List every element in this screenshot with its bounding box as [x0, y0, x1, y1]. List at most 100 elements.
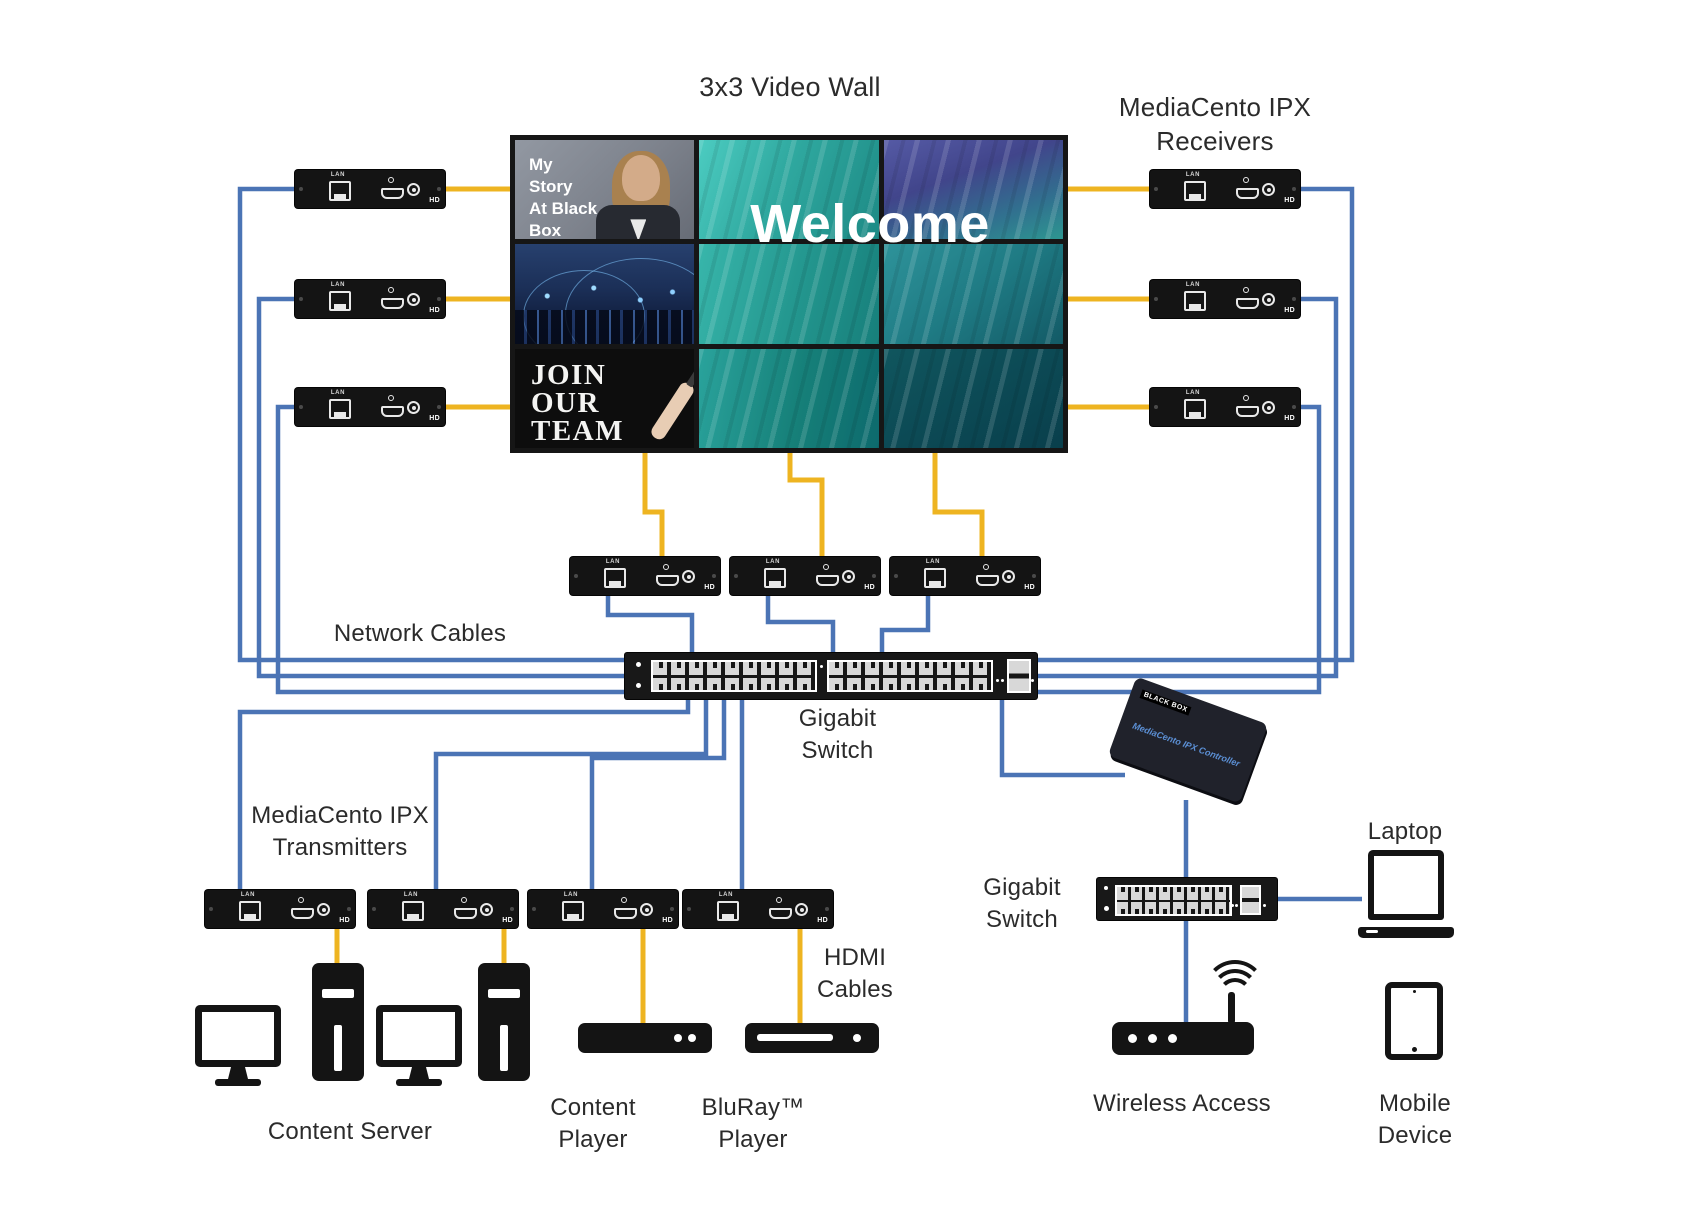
lan-port: [1184, 291, 1206, 311]
mediacento-ipx-receiver: LAN HD: [1150, 280, 1300, 318]
dot: [1235, 904, 1238, 907]
screw: [1292, 297, 1296, 301]
network-cable: [879, 595, 931, 655]
lan-port: [329, 399, 351, 419]
mediacento-ipx-transmitter: LAN HD: [683, 890, 833, 928]
lan-port: [1184, 399, 1206, 419]
screw: [825, 907, 829, 911]
screw: [1154, 187, 1158, 191]
ap-led: [1148, 1034, 1157, 1043]
hdmi-cable: [932, 451, 985, 559]
power-jack: [1262, 401, 1275, 414]
screw: [372, 907, 376, 911]
hdmi-port: [291, 908, 314, 919]
vent-slot: [500, 1025, 508, 1071]
network-cable: [605, 595, 695, 655]
ap-led: [1168, 1034, 1177, 1043]
status-led: [1104, 886, 1108, 890]
monitor-icon: [195, 1005, 281, 1086]
mediacento-ipx-transmitter: LAN HD: [205, 890, 355, 928]
hd-logo: HD: [1284, 415, 1295, 422]
wireless-access-label: Wireless Access: [1093, 1090, 1271, 1117]
laptop-base: [1358, 927, 1454, 938]
lan-port: [329, 291, 351, 311]
screw: [1154, 297, 1158, 301]
hdmi-port: [816, 575, 839, 586]
lan-port-label: LAN: [240, 892, 256, 898]
my-story-text: My Story At Black Box: [529, 155, 598, 240]
hdmi-port: [454, 908, 477, 919]
hd-logo: HD: [339, 917, 350, 924]
power-led: [823, 564, 829, 570]
server-tower-icon: [312, 963, 364, 1081]
hdmi-cable: [787, 451, 825, 559]
video-wall-tile-feathers: [883, 348, 1063, 448]
hdmi-port: [381, 298, 404, 309]
feather-texture: [699, 348, 879, 448]
marker-pen: [686, 370, 695, 388]
screw: [1292, 187, 1296, 191]
player-button: [688, 1034, 696, 1042]
power-led: [1243, 287, 1249, 293]
laptop-screen: [1368, 850, 1444, 920]
monitor-base: [396, 1079, 442, 1086]
video-wall-tile-feathers: [699, 348, 879, 448]
monitor-base: [215, 1079, 261, 1086]
power-led: [461, 897, 467, 903]
lan-port-label: LAN: [605, 559, 621, 565]
screw: [1292, 405, 1296, 409]
mediacento-ipx-receiver: LAN HD: [1150, 170, 1300, 208]
video-wall-tile-feathers: [883, 244, 1063, 344]
presenter-head: [622, 155, 661, 202]
network-cable: [589, 699, 727, 892]
lan-port-label: LAN: [403, 892, 419, 898]
power-jack: [317, 903, 330, 916]
power-jack: [407, 401, 420, 414]
feather-texture: [699, 140, 879, 240]
hd-logo: HD: [662, 917, 673, 924]
screw: [712, 574, 716, 578]
lan-port-label: LAN: [1185, 282, 1201, 288]
lan-port-label: LAN: [1185, 172, 1201, 178]
power-jack: [842, 570, 855, 583]
dot: [1031, 679, 1034, 682]
mediacento-ipx-receiver: LAN HD: [1150, 388, 1300, 426]
hd-logo: HD: [429, 415, 440, 422]
hdmi-port: [381, 188, 404, 199]
disc-slot: [757, 1034, 833, 1041]
camera-dot: [1413, 990, 1416, 993]
video-wall-tile-city: [515, 244, 695, 344]
home-button: [1412, 1047, 1417, 1052]
status-led: [636, 683, 641, 688]
player-button: [674, 1034, 682, 1042]
mediacento-ipx-receiver: LAN HD: [295, 280, 445, 318]
mediacento-ipx-transmitter: LAN HD: [528, 890, 678, 928]
hdmi-port: [381, 406, 404, 417]
monitor-screen: [376, 1005, 462, 1067]
lan-port-label: LAN: [718, 892, 734, 898]
power-jack: [480, 903, 493, 916]
power-led: [388, 177, 394, 183]
screw: [437, 187, 441, 191]
screw: [734, 574, 738, 578]
monitor-stand: [228, 1067, 248, 1079]
mediacento-ipx-receiver: LAN HD: [295, 388, 445, 426]
gigabit-switch-2-label: Gigabit Switch: [983, 874, 1061, 933]
laptop-notch: [1366, 930, 1378, 933]
screw: [510, 907, 514, 911]
gigabit-switch-main: [625, 653, 1037, 699]
lan-port: [239, 901, 261, 921]
dot: [1001, 679, 1004, 682]
screw: [1032, 574, 1036, 578]
mediacento-ipx-transmitter: LAN HD: [368, 890, 518, 928]
screw: [437, 405, 441, 409]
power-led: [388, 395, 394, 401]
wireless-access-point-icon: [1112, 960, 1266, 1055]
network-cable: [1035, 404, 1322, 695]
power-jack: [1002, 570, 1015, 583]
lan-port: [329, 181, 351, 201]
tablet-icon: [1385, 982, 1443, 1060]
screw: [894, 574, 898, 578]
lan-port: [402, 901, 424, 921]
